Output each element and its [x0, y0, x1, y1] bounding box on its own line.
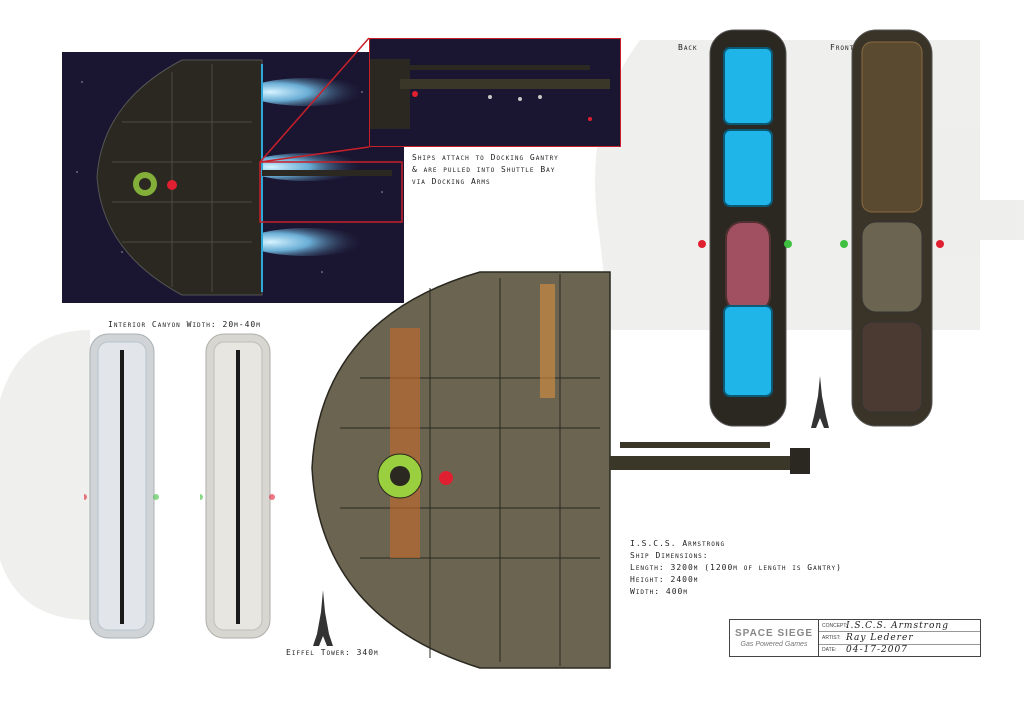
- ship-length: Length: 3200m (1200m of length is Gantry…: [630, 563, 842, 572]
- game-title: SPACE SIEGE: [734, 628, 814, 639]
- docking-gantry-art: [370, 59, 610, 129]
- eiffel-tower-label: Eiffel Tower: 340m: [286, 648, 379, 657]
- canyon-width-label: Interior Canyon Width: 20m-40m: [108, 320, 261, 329]
- canyon-view-left: [84, 333, 159, 639]
- ship-front-view: [840, 29, 944, 427]
- canyon-view-right: [200, 333, 275, 639]
- concept-row: Concept: I.S.C.S. Armstrong: [819, 620, 980, 633]
- ship-dimensions-heading: Ship Dimensions:: [630, 551, 709, 560]
- artist-value: Ray Lederer: [846, 632, 914, 643]
- docking-gantry-inset: [369, 38, 621, 147]
- ship-height: Height: 2400m: [630, 575, 699, 584]
- title-block: SPACE SIEGE Gas Powered Games Concept: I…: [729, 619, 981, 657]
- date-row: Date: 04-17-2007: [819, 645, 980, 656]
- main-ship-side-view: [311, 271, 810, 669]
- eiffel-icon-small: [811, 376, 829, 428]
- ship-width: Width: 400m: [630, 587, 688, 596]
- ship-name: I.S.C.S. Armstrong: [630, 539, 726, 548]
- view-label-front: Front: [830, 43, 855, 52]
- game-logo: SPACE SIEGE Gas Powered Games: [730, 620, 819, 656]
- view-label-back: Back: [678, 43, 698, 52]
- date-value: 04-17-2007: [846, 645, 908, 656]
- studio-name: Gas Powered Games: [740, 641, 808, 648]
- concept-value: I.S.C.S. Armstrong: [846, 620, 949, 631]
- artist-key: Artist:: [822, 634, 841, 641]
- ship-back-view: [698, 29, 792, 427]
- concept-key: Concept:: [822, 622, 848, 629]
- date-key: Date:: [822, 647, 837, 654]
- artist-row: Artist: Ray Lederer: [819, 632, 980, 645]
- eiffel-icon-large: [313, 590, 333, 646]
- ship-specs: I.S.C.S. Armstrong Ship Dimensions: Leng…: [630, 538, 842, 598]
- docking-callout-text: Ships attach to Docking Gantry & are pul…: [412, 153, 559, 186]
